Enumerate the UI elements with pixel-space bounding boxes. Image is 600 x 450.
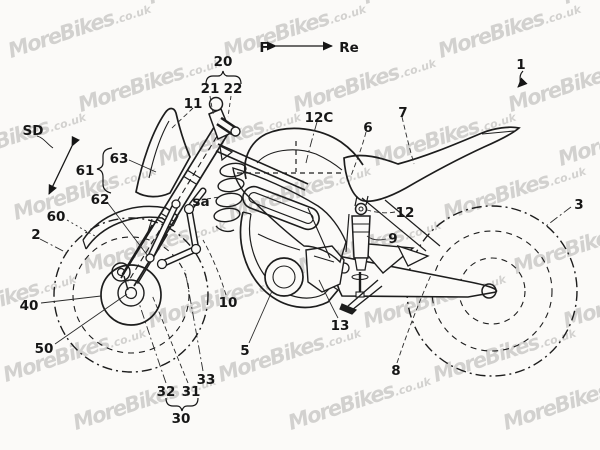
windscreen: [135, 107, 191, 198]
ref-label-22: 22: [224, 81, 243, 97]
subframe-stays: [361, 197, 441, 252]
fuel-tank: [237, 127, 364, 180]
ref-1-arrow: [517, 70, 528, 88]
label-sa: sa: [192, 194, 209, 210]
ref-label-32: 32: [157, 384, 176, 400]
seat-cowl: [343, 126, 521, 203]
braces: [96, 70, 242, 412]
footpeg-bracket: [355, 242, 415, 274]
suspension-linkage: [145, 187, 207, 270]
ref-label-3: 3: [574, 197, 583, 213]
ref-label-40: 40: [20, 298, 39, 314]
ref-label-7: 7: [398, 105, 407, 121]
label-rear: Re: [339, 40, 359, 56]
ref-label-1: 1: [516, 57, 525, 73]
main-frame: [215, 143, 350, 264]
label-front: F: [259, 40, 268, 56]
rear-shock: [351, 195, 371, 298]
crank-cover: [264, 257, 304, 297]
ref-label-61: 61: [76, 163, 95, 179]
brace-30: [165, 397, 199, 412]
ref-label-6: 6: [363, 120, 372, 136]
bar-end: [230, 126, 241, 137]
ref-label-12c: 12C: [305, 110, 334, 126]
ref-label-30: 30: [172, 411, 191, 427]
stem-nut: [208, 96, 224, 112]
ref-label-2: 2: [31, 227, 40, 243]
ref-label-8: 8: [391, 363, 400, 379]
label-sd: SD: [23, 123, 44, 139]
steering-direction-arrow: [48, 135, 80, 195]
ref-label-20: 20: [214, 54, 233, 70]
brake-hub: [111, 262, 131, 282]
brace-20: [205, 70, 242, 85]
ref-labels: 1 2 3 5 6 7 8 9 10 11 12 12C 13 20 21 22…: [20, 40, 584, 427]
ref-label-10: 10: [219, 295, 238, 311]
ref-label-62: 62: [91, 192, 110, 208]
brace-61: [96, 147, 113, 194]
ref-label-21: 21: [201, 81, 220, 97]
cradle-outer: [239, 211, 339, 309]
coil-spring: [213, 162, 247, 233]
ref-label-31: 31: [182, 384, 201, 400]
foot-bracket: [339, 279, 383, 315]
ref-label-50: 50: [35, 341, 54, 357]
shock-eyelet: [354, 202, 368, 216]
ref-label-11: 11: [184, 96, 203, 112]
handlebar: [208, 96, 241, 141]
ref-label-13: 13: [331, 318, 350, 334]
ref-label-12: 12: [396, 205, 415, 221]
ref-label-5: 5: [240, 343, 249, 359]
front-wheel: [53, 217, 209, 373]
front-fender: [82, 205, 179, 250]
ref-label-9: 9: [388, 231, 397, 247]
engine: [239, 211, 345, 309]
ref-label-60: 60: [47, 209, 66, 225]
swingarm: [334, 242, 498, 299]
leader-lines: [39, 95, 572, 384]
engine-right-plate: [305, 245, 345, 293]
ref-label-33: 33: [197, 372, 216, 388]
ref-label-63: 63: [110, 151, 129, 167]
frame-slot: [242, 185, 320, 231]
direction-arrows: [36, 41, 528, 195]
